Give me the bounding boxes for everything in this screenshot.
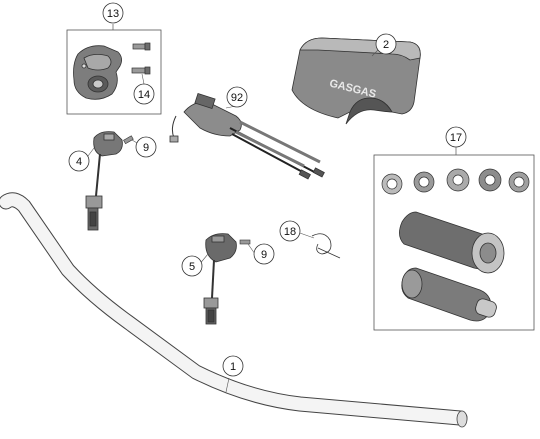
handlebar-pad: GASGAS <box>291 37 421 125</box>
screw-long <box>131 66 151 75</box>
callout-13-label: 13 <box>107 8 119 20</box>
callout-2-label: 2 <box>383 39 389 51</box>
callout-5: 5 <box>181 255 203 277</box>
callout-5-label: 5 <box>189 261 195 273</box>
callout-4-label: 4 <box>76 156 82 168</box>
throttle-housing <box>73 45 122 100</box>
grip-lower <box>401 267 497 322</box>
callout-17: 17 <box>445 126 467 148</box>
callout-1: 1 <box>222 355 244 377</box>
callout-9-upper-label: 9 <box>143 142 149 154</box>
screw-9-lower <box>239 239 251 245</box>
switch-left-4 <box>85 131 123 231</box>
callout-18: 18 <box>279 220 301 242</box>
handlebar <box>0 192 468 428</box>
screw-9-upper <box>123 135 134 145</box>
group-box-13 <box>66 24 162 115</box>
throttle-cables <box>169 92 325 180</box>
callout-9-lower-label: 9 <box>261 249 267 261</box>
switch-right-5 <box>203 233 237 325</box>
cable-tie <box>311 233 341 259</box>
throttle-cam-set <box>381 168 530 195</box>
screw-short <box>132 42 151 51</box>
callout-17-label: 17 <box>450 132 462 144</box>
callout-92-label: 92 <box>231 92 243 104</box>
callout-9-upper: 9 <box>135 136 157 158</box>
callout-14: 14 <box>133 83 155 105</box>
callout-14-label: 14 <box>138 89 150 101</box>
callout-1-label: 1 <box>230 361 236 373</box>
callout-2: 2 <box>375 33 397 55</box>
callout-18-label: 18 <box>284 226 296 238</box>
group-box-17 <box>373 147 535 331</box>
grip-upper <box>399 211 505 274</box>
callout-4: 4 <box>68 150 90 172</box>
callout-92: 92 <box>226 86 248 108</box>
callout-9-lower: 9 <box>253 243 275 265</box>
callout-13: 13 <box>102 2 124 24</box>
